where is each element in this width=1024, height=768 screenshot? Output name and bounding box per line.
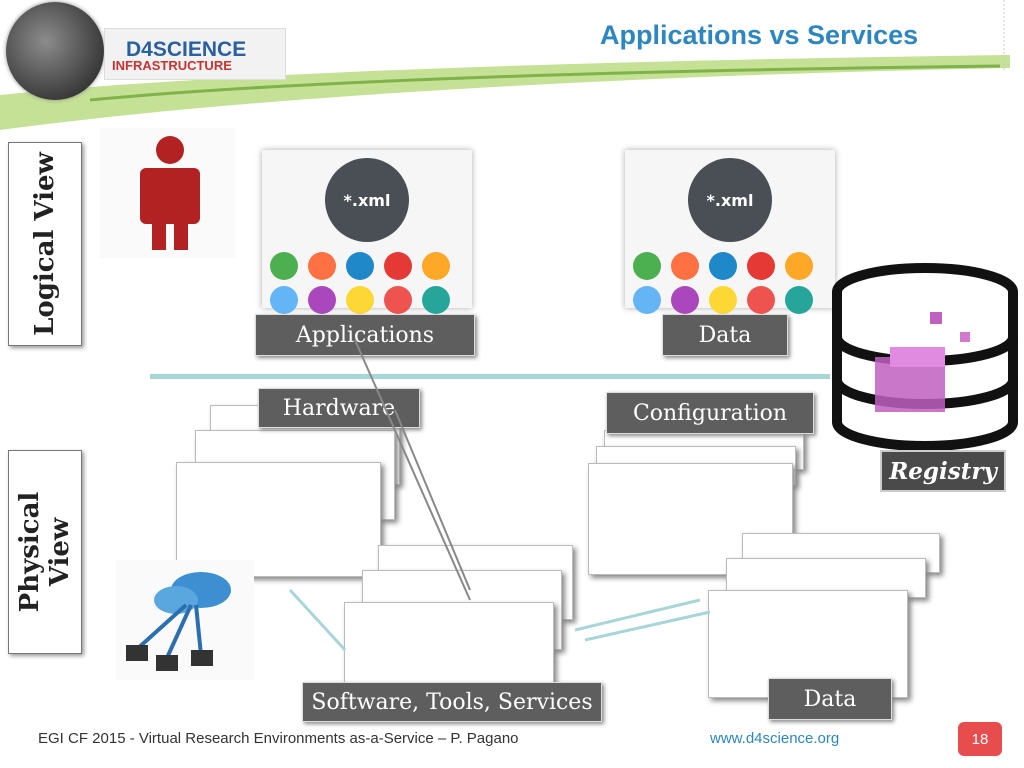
physical-view-label: Physical View <box>8 450 82 654</box>
xml-document <box>176 462 381 577</box>
cloud-network-icon <box>116 560 254 680</box>
page-number-badge: 18 <box>958 722 1002 756</box>
header-swoosh <box>0 0 1010 130</box>
xml-file-icon: *.xml <box>325 158 409 242</box>
data-xml-icon: *.xml <box>625 150 835 314</box>
logo-text-box <box>104 28 286 80</box>
data-label-physical: Data <box>768 678 892 720</box>
data-label-logical: Data <box>662 314 788 356</box>
footer-text: EGI CF 2015 - Virtual Research Environme… <box>38 730 519 747</box>
applications-label: Applications <box>255 314 475 356</box>
logical-view-label: Logical View <box>8 142 82 346</box>
xml-document <box>344 602 554 684</box>
footer-url: www.d4science.org <box>710 730 840 747</box>
xml-file-icon: *.xml <box>688 158 772 242</box>
user-icon <box>100 128 235 258</box>
d4science-logo-globe <box>6 2 104 100</box>
registry-label: Registry <box>880 450 1006 492</box>
software-tools-services-label: Software, Tools, Services <box>302 682 602 722</box>
hardware-label: Hardware <box>258 388 420 428</box>
configuration-label: Configuration <box>606 392 814 434</box>
applications-xml-icon: *.xml <box>262 150 472 314</box>
registry-database-icon <box>830 262 1020 452</box>
logo-subtitle: INFRASTRUCTURE <box>112 58 232 73</box>
page-title: Applications vs Services <box>600 20 919 50</box>
logo-title: D4SCIENCE <box>126 38 247 61</box>
view-divider <box>150 374 830 379</box>
